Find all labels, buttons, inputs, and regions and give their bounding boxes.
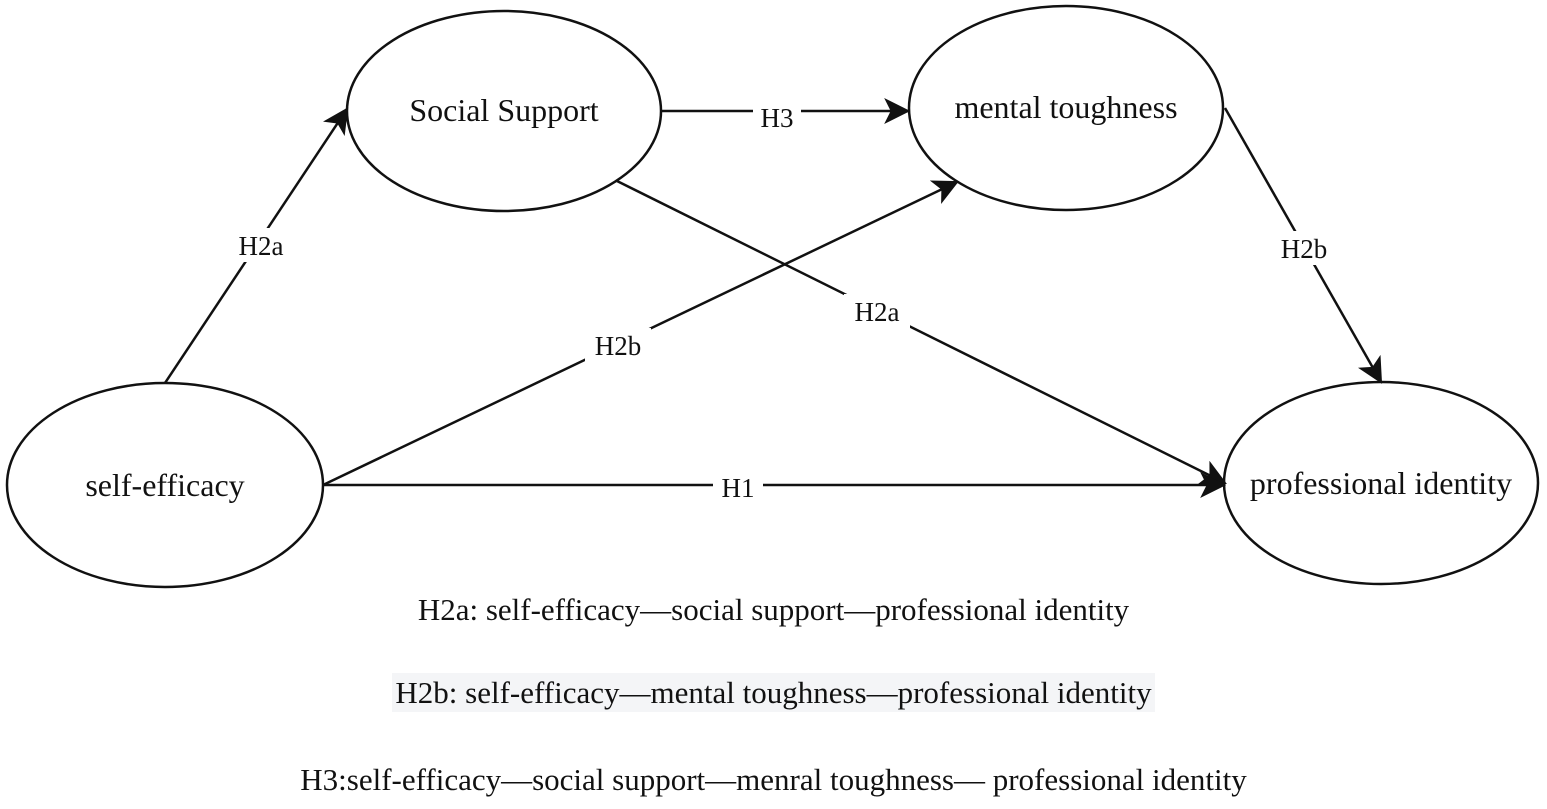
node-label: professional identity [1250, 465, 1512, 501]
node-label: mental toughness [954, 89, 1177, 125]
edge-social-to-mental: H3 [662, 98, 911, 133]
edge-line [616, 179, 1227, 485]
edge-social-to-professional: H2a [616, 179, 1227, 485]
edge-label-bg [585, 328, 651, 362]
legend-h3: H3:self-efficacy—social support—menral t… [0, 762, 1547, 798]
node-self-efficacy: self-efficacy [5, 381, 325, 589]
node-professional-identity: professional identity [1222, 380, 1540, 586]
legend-h2a-text: H2a: self-efficacy—social support—profes… [417, 592, 1130, 627]
edge-label-bg [844, 294, 910, 328]
edge-label: H3 [761, 103, 794, 133]
edge-self-to-professional: H1 [323, 472, 1227, 504]
legend-h3-text: H3:self-efficacy—social support—menral t… [300, 762, 1247, 797]
edge-label-bg [713, 472, 763, 504]
edge-label-bg [228, 228, 294, 262]
legend-h2b-text: H2b: self-efficacy—mental toughness—prof… [392, 673, 1155, 712]
node-label: self-efficacy [85, 467, 244, 503]
edge-self-to-social: H2a [163, 107, 349, 384]
node-label: Social Support [409, 92, 598, 128]
edge-label: H2a [855, 297, 900, 327]
edge-label: H1 [722, 473, 755, 503]
edge-label: H2b [595, 331, 642, 361]
edge-label-bg [1271, 231, 1337, 265]
legend-h2b: H2b: self-efficacy—mental toughness—prof… [0, 673, 1547, 712]
edge-label: H2a [239, 231, 284, 261]
edge-mental-to-professional: H2b [1223, 107, 1383, 384]
node-mental-toughness: mental toughness [907, 4, 1225, 212]
edge-label-bg [753, 101, 801, 133]
edge-label: H2b [1281, 234, 1328, 264]
edge-self-to-mental: H2b [322, 180, 959, 487]
node-social-support: Social Support [345, 9, 663, 213]
legend-h2a: H2a: self-efficacy—social support—profes… [0, 592, 1547, 628]
